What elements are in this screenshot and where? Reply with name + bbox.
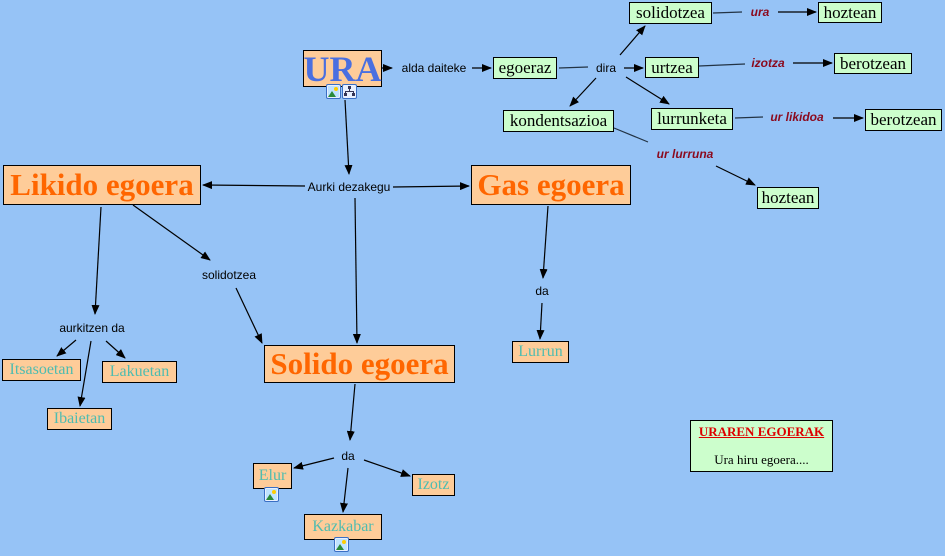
concept-gas-egoera[interactable]: Gas egoera	[471, 165, 631, 205]
concept-hoztean[interactable]: hoztean	[818, 2, 882, 23]
note-body: Ura hiru egoera....	[714, 452, 809, 467]
note-title: URAREN EGOERAK	[698, 424, 825, 439]
link-izotza[interactable]: izotza	[751, 56, 785, 70]
concept-urtzea[interactable]: urtzea	[645, 57, 699, 78]
concept-ibaietan[interactable]: Ibaietan	[47, 408, 112, 430]
link-solidotzea[interactable]: solidotzea	[201, 268, 257, 282]
concept-elur[interactable]: Elur	[253, 463, 292, 489]
concept-berotzean[interactable]: berotzean	[834, 53, 912, 74]
link-alda-daiteke[interactable]: alda daiteke	[401, 61, 467, 75]
submap-icon[interactable]	[342, 84, 357, 99]
concept-kazkabar[interactable]: Kazkabar	[304, 514, 382, 540]
link-aurki-dezakegu[interactable]: Aurki dezakegu	[307, 180, 391, 194]
concept-berotzean-2[interactable]: berotzean	[865, 109, 942, 131]
concept-solido-egoera[interactable]: Solido egoera	[264, 345, 455, 383]
link-ur-likidoa[interactable]: ur likidoa	[770, 110, 824, 124]
link-ur-lurruna[interactable]: ur lurruna	[656, 147, 714, 161]
concept-likido-egoera[interactable]: Likido egoera	[3, 165, 201, 205]
concept-kondentsazioa[interactable]: kondentsazioa	[503, 110, 614, 132]
link-da-gas[interactable]: da	[535, 284, 549, 298]
info-note[interactable]: URAREN EGOERAK Ura hiru egoera....	[690, 420, 833, 472]
concept-solidotzea[interactable]: solidotzea	[629, 2, 712, 24]
concept-izotz[interactable]: Izotz	[412, 474, 455, 496]
concept-lurrunketa[interactable]: lurrunketa	[651, 108, 733, 130]
image-icon[interactable]	[334, 537, 349, 552]
image-icon[interactable]	[264, 487, 279, 502]
concept-ura[interactable]: URA	[303, 48, 382, 89]
concept-lurrun[interactable]: Lurrun	[512, 341, 569, 363]
link-ura[interactable]: ura	[750, 5, 770, 19]
concept-egoeraz[interactable]: egoeraz	[493, 57, 557, 79]
concept-hoztean-2[interactable]: hoztean	[757, 187, 819, 209]
link-aurkitzen-da[interactable]: aurkitzen da	[59, 321, 125, 335]
concept-itsasoetan[interactable]: Itsasoetan	[2, 359, 81, 381]
concept-lakuetan[interactable]: Lakuetan	[102, 361, 177, 383]
link-dira[interactable]: dira	[595, 61, 617, 75]
link-da-solido[interactable]: da	[341, 449, 355, 463]
image-icon[interactable]	[326, 84, 341, 99]
